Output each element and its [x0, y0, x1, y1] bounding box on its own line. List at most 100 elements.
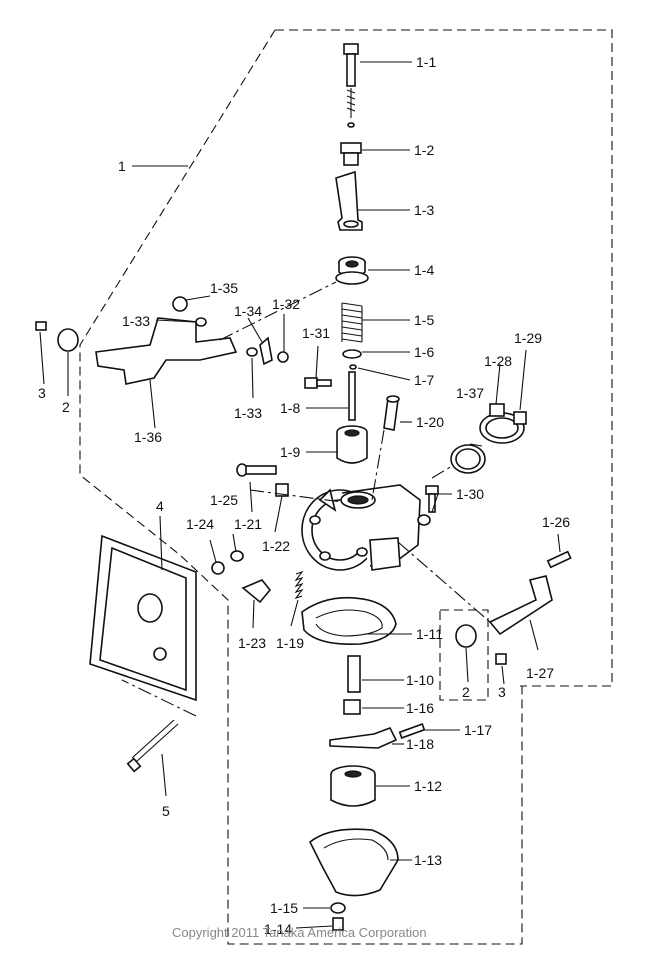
part-1-9 — [336, 425, 368, 464]
label-1: 1 — [118, 158, 126, 174]
part-1-27 — [488, 575, 553, 636]
label-1-9: 1-9 — [280, 444, 300, 460]
part-1-36 — [95, 317, 238, 385]
label-1-7: 1-7 — [414, 372, 434, 388]
assembly-line-1 — [219, 281, 337, 341]
part-1-5 — [341, 302, 363, 343]
label-1-1: 1-1 — [416, 54, 436, 70]
part-1-24 — [211, 561, 225, 575]
part-1-30 — [417, 485, 439, 526]
label-1-18: 1-18 — [406, 736, 434, 752]
part-1-8 — [348, 371, 356, 421]
part-1-15 — [330, 902, 346, 914]
label-1-22: 1-22 — [262, 538, 290, 554]
part-1-37-inner — [455, 448, 481, 470]
part-1-14 — [332, 917, 344, 931]
part-5 — [126, 719, 179, 773]
label-1-11: 1-11 — [416, 626, 443, 642]
label-1-19: 1-19 — [276, 635, 304, 651]
label-5: 5 — [162, 803, 170, 819]
label-1-6: 1-6 — [414, 344, 434, 360]
subassembly-boundary — [439, 609, 489, 701]
part-1-26 — [546, 550, 572, 569]
label-1-34: 1-34 — [234, 303, 262, 319]
part-1-7 — [349, 364, 357, 370]
assembly-line-5 — [121, 679, 197, 717]
assembly-line-6 — [431, 465, 453, 479]
label-3-upper: 3 — [38, 385, 46, 401]
label-4: 4 — [156, 498, 164, 514]
part-1-11 — [301, 596, 397, 646]
label-1-12: 1-12 — [414, 778, 442, 794]
part-1-23 — [241, 579, 272, 604]
part-1-16 — [343, 699, 361, 715]
part-1-3 — [335, 170, 363, 231]
part-1-25 — [230, 550, 244, 562]
label-1-5: 1-5 — [414, 312, 434, 328]
part-1-33-lower — [246, 347, 258, 357]
part-1-17 — [398, 723, 426, 739]
label-1-37: 1-37 — [456, 385, 484, 401]
part-1-19 — [294, 570, 304, 600]
label-1-36: 1-36 — [134, 429, 162, 445]
part-1-20 — [383, 395, 400, 431]
label-1-15: 1-15 — [270, 900, 298, 916]
part-1-13 — [308, 828, 399, 897]
label-1-17: 1-17 — [464, 722, 492, 738]
part-1-18 — [329, 726, 398, 749]
label-1-33-lower: 1-33 — [234, 405, 262, 421]
label-1-31: 1-31 — [302, 325, 330, 341]
label-1-32: 1-32 — [272, 296, 300, 312]
label-1-2: 1-2 — [414, 142, 434, 158]
label-1-23: 1-23 — [238, 635, 266, 651]
part-1-31 — [304, 377, 332, 389]
part-1-1 — [343, 43, 359, 128]
part-1-10 — [347, 655, 361, 693]
label-1-13: 1-13 — [414, 852, 442, 868]
assembly-line-3 — [397, 541, 491, 623]
label-1-8: 1-8 — [280, 400, 300, 416]
part-1-11-inner — [315, 609, 383, 637]
label-1-26: 1-26 — [542, 514, 570, 530]
label-1-25: 1-25 — [210, 492, 238, 508]
label-1-4: 1-4 — [414, 262, 434, 278]
label-1-14: 1-14 — [264, 921, 292, 937]
part-1-12 — [330, 765, 376, 807]
label-1-27: 1-27 — [526, 665, 554, 681]
part-1-4 — [335, 256, 369, 285]
label-1-24: 1-24 — [186, 516, 214, 532]
part-3-lower — [495, 653, 507, 665]
part-1-33-upper — [195, 317, 207, 327]
part-1-6 — [342, 349, 362, 359]
label-1-28: 1-28 — [484, 353, 512, 369]
part-4 — [89, 534, 197, 702]
label-1-33-upper: 1-33 — [122, 313, 150, 329]
leader-lines — [39, 61, 561, 929]
assembly-boundary — [79, 29, 613, 945]
part-1-28 — [479, 403, 527, 444]
part-2-upper — [57, 328, 79, 352]
part-2-lower — [455, 624, 477, 648]
label-1-20: 1-20 — [416, 414, 444, 430]
label-1-29: 1-29 — [514, 330, 542, 346]
label-1-35: 1-35 — [210, 280, 238, 296]
label-1-21: 1-21 — [234, 516, 262, 532]
label-3-lower: 3 — [498, 684, 506, 700]
part-1-2 — [340, 142, 362, 166]
assembly-line-2 — [249, 489, 343, 503]
label-2-lower: 2 — [462, 684, 470, 700]
part-3-upper — [35, 321, 47, 331]
copyright-watermark: Copyright 2011 Tanaka America Corporatio… — [172, 925, 427, 940]
part-1-35 — [172, 296, 188, 312]
label-1-30: 1-30 — [456, 486, 484, 502]
carburetor-body — [301, 484, 421, 571]
part-1-32 — [277, 351, 289, 363]
label-1-10: 1-10 — [406, 672, 434, 688]
label-1-16: 1-16 — [406, 700, 434, 716]
part-1-34 — [259, 336, 273, 366]
assembly-line-4 — [371, 429, 385, 501]
part-1-21 — [236, 463, 277, 477]
label-2-upper: 2 — [62, 399, 70, 415]
label-1-3: 1-3 — [414, 202, 434, 218]
